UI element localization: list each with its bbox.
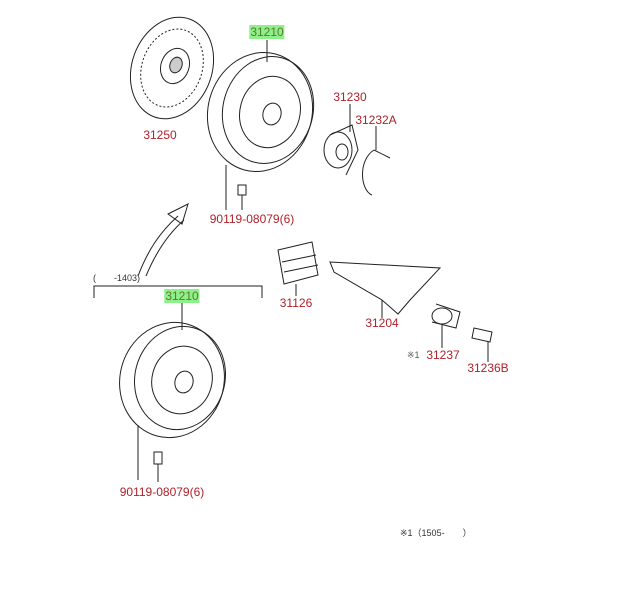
arrow-drawing bbox=[137, 203, 189, 277]
part-label-31250[interactable]: 31250 bbox=[143, 128, 177, 142]
part-label-31232a[interactable]: 31232A bbox=[355, 113, 397, 127]
part-label-bolt-lower[interactable]: 90119-08079(6) bbox=[119, 485, 205, 499]
range-bracket bbox=[93, 285, 263, 298]
part-label-31236b[interactable]: 31236B bbox=[467, 361, 509, 375]
pressure-plate-top-drawing bbox=[206, 40, 315, 172]
part-label-31210-top[interactable]: 31210 bbox=[249, 25, 285, 39]
range-open: ( bbox=[93, 273, 96, 283]
note-mark-31237: ※1 bbox=[407, 350, 420, 360]
boot-drawing bbox=[277, 241, 319, 296]
bearing-clip-drawing bbox=[362, 126, 391, 196]
part-label-31204[interactable]: 31204 bbox=[365, 316, 399, 330]
part-label-bolt-top[interactable]: 90119-08079(6) bbox=[209, 212, 295, 226]
part-label-31237[interactable]: 31237 bbox=[426, 348, 460, 362]
pressure-plate-lower-drawing bbox=[119, 303, 227, 482]
release-fork-drawing bbox=[329, 261, 442, 318]
part-label-31126[interactable]: 31126 bbox=[279, 296, 313, 310]
release-bearing-drawing bbox=[323, 104, 359, 176]
part-label-31230[interactable]: 31230 bbox=[333, 90, 367, 104]
fork-support-drawing bbox=[431, 303, 461, 348]
bolt-top-drawing bbox=[225, 165, 247, 210]
pivot-drawing bbox=[471, 327, 493, 362]
clutch-disc-drawing bbox=[129, 16, 215, 120]
part-label-31210-lower[interactable]: 31210 bbox=[164, 289, 200, 303]
footnote: ※1（1505- ） bbox=[400, 528, 472, 538]
range-end: -1403) bbox=[114, 273, 141, 283]
